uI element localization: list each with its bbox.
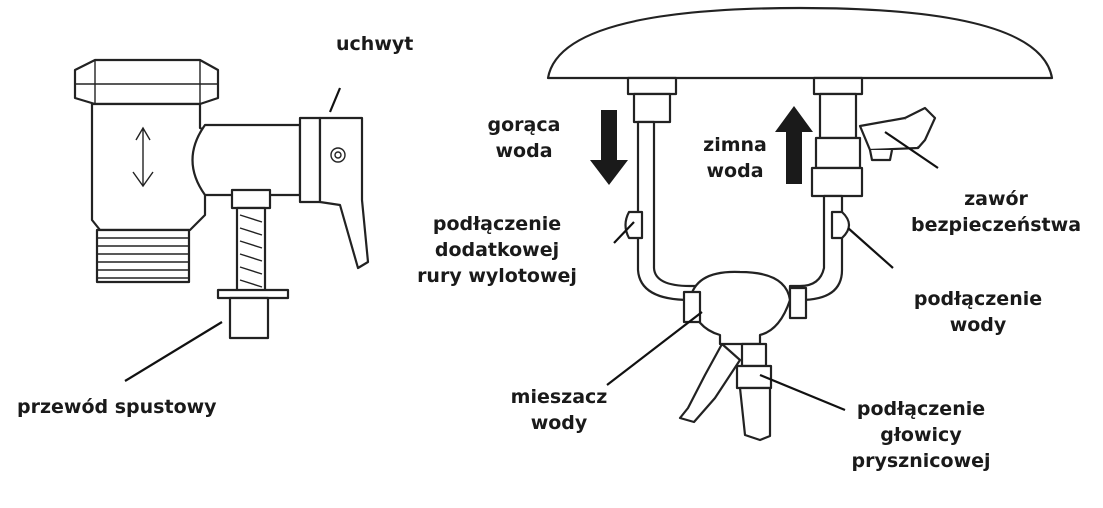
hot-pipe-nut bbox=[632, 92, 672, 124]
label-przewod-spustowy: przewód spustowy bbox=[17, 396, 217, 418]
flow-arrow-icon bbox=[135, 126, 151, 185]
cold-water-arrow-icon bbox=[775, 106, 813, 184]
zawor-leader bbox=[884, 131, 939, 169]
valve-hex-nut bbox=[73, 58, 220, 106]
label-zimna-line1: zimna bbox=[703, 134, 767, 156]
label-glowica-line3: prysznicowej bbox=[851, 450, 991, 472]
label-rura-wylotowa: podłączenie dodatkowej rury wylotowej bbox=[398, 211, 596, 289]
label-rura-line2: dodatkowej bbox=[434, 239, 560, 261]
label-glowica-prysznicowa: podłączenie głowicy prysznicowej bbox=[838, 396, 1004, 474]
label-wody-line1: podłączenie bbox=[913, 288, 1043, 310]
label-uchwyt: uchwyt bbox=[336, 33, 414, 55]
przewod-leader bbox=[124, 321, 223, 382]
heater-drawing bbox=[546, 6, 1054, 442]
hot-water-arrow-icon bbox=[590, 110, 628, 185]
label-goraca-line1: gorąca bbox=[487, 114, 561, 136]
heater-tank bbox=[546, 6, 1054, 80]
label-zimna-woda: zimna woda bbox=[693, 132, 777, 184]
mixer-body bbox=[688, 270, 792, 346]
label-rura-line1: podłączenie bbox=[432, 213, 562, 235]
wody-conn-leader bbox=[847, 227, 894, 269]
label-zimna-line2: woda bbox=[706, 160, 764, 182]
uchwyt-leader bbox=[328, 87, 342, 113]
cold-pipe-nut bbox=[818, 92, 858, 140]
label-zawor-bezpieczenstwa: zawór bezpieczeństwa bbox=[896, 186, 1096, 238]
label-zawor-line2: bezpieczeństwa bbox=[910, 214, 1082, 236]
label-mieszacz-line2: wody bbox=[530, 412, 588, 434]
label-mieszacz-wody: mieszacz wody bbox=[498, 384, 620, 436]
safety-valve-drawing bbox=[73, 58, 370, 340]
label-glowica-line2: głowicy bbox=[880, 424, 962, 446]
mixer-lever bbox=[678, 342, 742, 424]
glowica-leader bbox=[759, 373, 846, 412]
label-podlaczenie-wody: podłączenie wody bbox=[894, 286, 1062, 338]
label-wody-line2: wody bbox=[949, 314, 1007, 336]
valve-handle bbox=[318, 116, 370, 270]
valve-side-barrel bbox=[191, 123, 302, 197]
label-goraca-line2: woda bbox=[495, 140, 553, 162]
label-rura-line3: rury wylotowej bbox=[417, 265, 577, 287]
rura-leader bbox=[613, 221, 635, 244]
valve-body bbox=[90, 102, 207, 232]
label-glowica-line1: podłączenie bbox=[856, 398, 986, 420]
label-goraca-woda: gorąca woda bbox=[478, 112, 570, 164]
label-mieszacz-line1: mieszacz bbox=[510, 386, 608, 408]
mieszacz-leader bbox=[606, 311, 703, 386]
label-zawor-line1: zawór bbox=[964, 188, 1028, 210]
